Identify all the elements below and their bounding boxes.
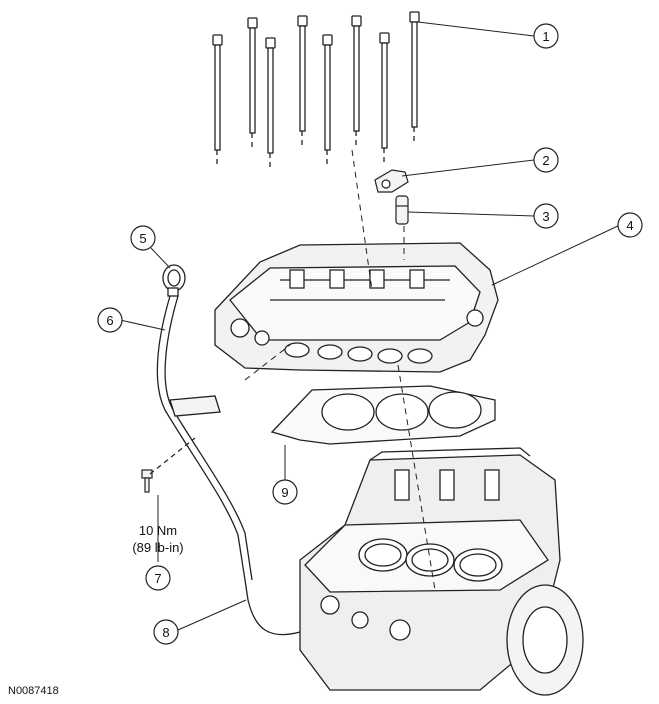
callout-2-label: 2 — [542, 153, 549, 168]
alignment-lines — [244, 149, 436, 591]
cylinder-head-gasket — [270, 385, 496, 445]
head-bolt — [247, 17, 258, 148]
callout-5: 5 — [130, 225, 156, 251]
head-bolt — [322, 34, 333, 165]
torque-imperial: (89 lb-in) — [132, 540, 183, 555]
torque-metric: 10 Nm — [139, 523, 177, 538]
oil-tube-bolt — [141, 437, 196, 493]
oil-level-indicator — [162, 264, 186, 297]
callout-4: 4 — [617, 212, 643, 238]
leader-lines — [119, 21, 621, 631]
figure-id: N0087418 — [8, 685, 59, 697]
cylinder-head — [214, 242, 499, 373]
head-bolt — [212, 34, 223, 165]
head-bolts — [212, 11, 420, 168]
callout-6-label: 6 — [106, 313, 113, 328]
callout-3: 3 — [533, 203, 559, 229]
callout-8-label: 8 — [162, 625, 169, 640]
callout-7-label: 7 — [154, 571, 161, 586]
engine-block — [299, 447, 561, 691]
callout-7: 7 — [145, 565, 171, 591]
oil-level-indicator-tube — [156, 295, 301, 636]
callout-5-label: 5 — [139, 231, 146, 246]
callout-9: 9 — [272, 479, 298, 505]
callout-4-label: 4 — [626, 218, 633, 233]
callout-8: 8 — [153, 619, 179, 645]
head-bolt — [351, 15, 362, 146]
roller-finger-follower — [374, 169, 409, 193]
head-bolt — [379, 32, 390, 163]
head-bolt — [265, 37, 276, 168]
hydraulic-lash-adjuster — [395, 195, 409, 225]
head-bolt — [409, 11, 420, 142]
callout-1: 1 — [533, 23, 559, 49]
callout-9-label: 9 — [281, 485, 288, 500]
head-bolt — [297, 15, 308, 146]
callout-3-label: 3 — [542, 209, 549, 224]
callout-2: 2 — [533, 147, 559, 173]
callout-1-label: 1 — [542, 29, 549, 44]
callout-6: 6 — [97, 307, 123, 333]
flywheel — [506, 584, 584, 696]
